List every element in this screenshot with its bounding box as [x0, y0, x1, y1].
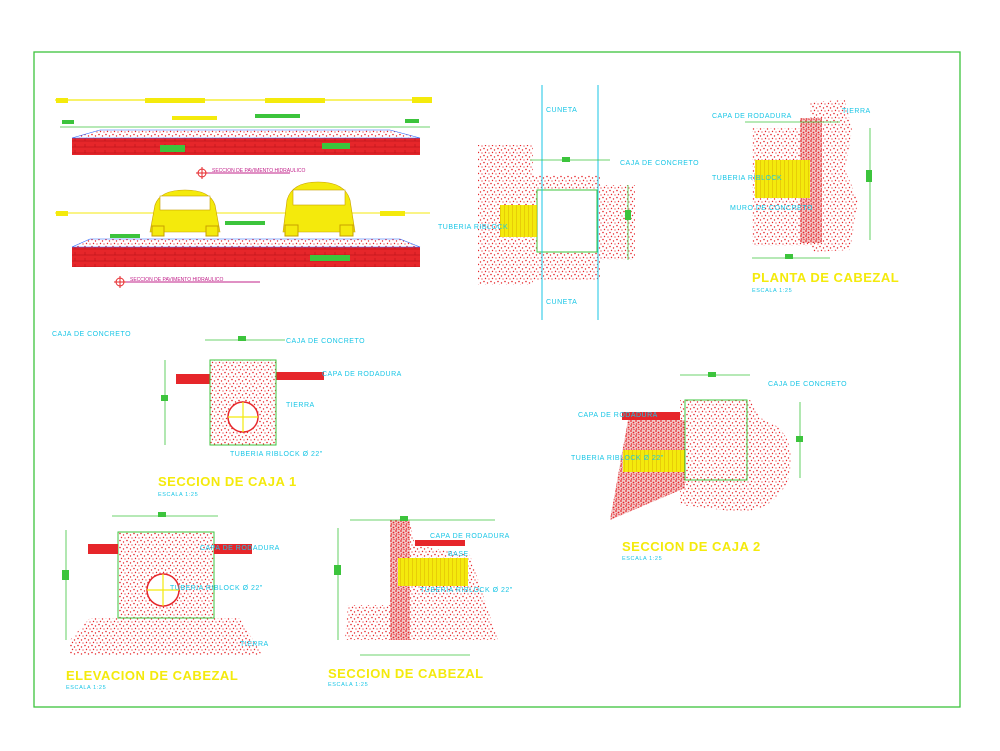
caja-concreto-label: CAJA DE CONCRETO — [768, 381, 847, 388]
seccion-caja-1: CAJA DE CONCRETO CAJA DE CONCRETO CAPA D… — [52, 331, 402, 498]
pavement-section-top: SECCION DE PAVIMENTO HIDRAULICO — [55, 97, 432, 179]
capa-rodadura-label: CAPA DE RODADURA — [200, 545, 280, 552]
seccion-caja-2: CAJA DE CONCRETO CAPA DE RODADURA TUBERI… — [571, 372, 847, 562]
planta-cabezal-scale: ESCALA 1:25 — [752, 288, 792, 294]
pavement-bottom-label: SECCION DE PAVIMENTO HIDRAULICO — [130, 277, 223, 283]
planta-cabezal: CAPA DE RODADURA TIERRA TUBERIA RIBLOCK … — [712, 100, 899, 294]
pavement-section-bottom: SECCION DE PAVIMENTO HIDRAULICO — [55, 181, 430, 288]
tuberia-label: TUBERIA RIBLOCK — [712, 175, 782, 182]
tierra-label: TIERRA — [286, 402, 315, 409]
seccion-cabezal-scale: ESCALA 1:25 — [328, 682, 368, 688]
tuberia-label: TUBERIA RIBLOCK Ø 22" — [230, 451, 323, 458]
cuneta-bottom-label: CUNETA — [546, 299, 577, 306]
elevacion-cabezal: CAPA DE RODADURA TUBERIA RIBLOCK Ø 22" T… — [62, 512, 280, 691]
drawing-frame — [33, 51, 961, 708]
pavement-top-label: SECCION DE PAVIMENTO HIDRAULICO — [212, 168, 305, 174]
car-icon — [149, 189, 221, 237]
caja-1-scale: ESCALA 1:25 — [158, 492, 198, 498]
caja-concreto-label: CAJA DE CONCRETO — [286, 338, 365, 345]
caja-2-title: SECCION DE CAJA 2 — [622, 539, 761, 554]
caja-1-title: SECCION DE CAJA 1 — [158, 474, 297, 489]
elevacion-title: ELEVACION DE CABEZAL — [66, 668, 238, 683]
tierra-label: TIERRA — [842, 108, 871, 115]
caja-concreto-label: CAJA DE CONCRETO — [620, 160, 699, 167]
cuneta-top-label: CUNETA — [546, 107, 577, 114]
elevacion-scale: ESCALA 1:25 — [66, 685, 106, 691]
planta-cabezal-title: PLANTA DE CABEZAL — [752, 270, 899, 285]
tuberia-label: TUBERIA RIBLOCK Ø 22" — [170, 585, 263, 592]
tuberia-label: TUBERIA RIBLOCK Ø 22" — [420, 587, 513, 594]
capa-rodadura-label: CAPA DE RODADURA — [322, 371, 402, 378]
capa-rodadura-label: CAPA DE RODADURA — [430, 533, 510, 540]
muro-label: MURO DE CONCRETO — [730, 205, 813, 212]
base-label: BASE — [448, 551, 469, 558]
tierra-label: TIERRA — [240, 641, 269, 648]
caja-2-scale: ESCALA 1:25 — [622, 556, 662, 562]
car-icon — [282, 181, 356, 237]
tuberia-label: TUBERIA RIBLOCK — [438, 224, 508, 231]
capa-rodadura-label: CAPA DE RODADURA — [578, 412, 658, 419]
seccion-cabezal-title: SECCION DE CABEZAL — [328, 666, 484, 681]
seccion-cabezal: CAPA DE RODADURA BASE TUBERIA RIBLOCK Ø … — [328, 516, 513, 688]
tuberia-label: TUBERIA RIBLOCK Ø 22" — [571, 455, 664, 462]
caja-concreto-left-label: CAJA DE CONCRETO — [52, 331, 131, 338]
capa-rodadura-label: CAPA DE RODADURA — [712, 113, 792, 120]
cuneta-plan: CUNETA CUNETA CAJA DE CONCRETO TUBERIA R… — [438, 85, 699, 320]
